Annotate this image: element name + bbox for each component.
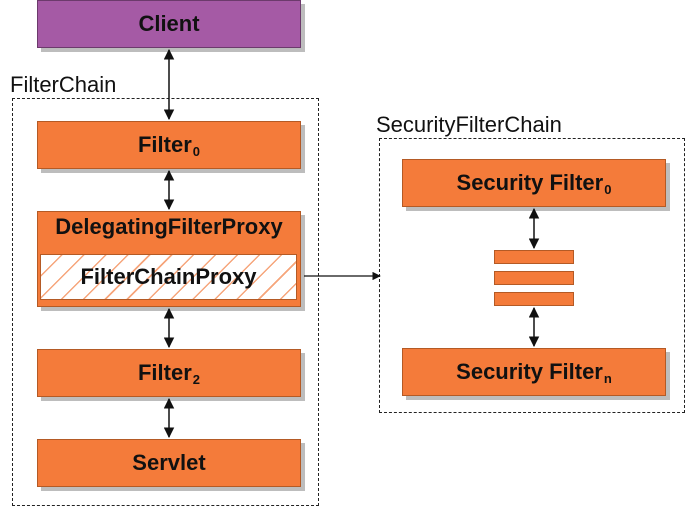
security-filter-chain-title: SecurityFilterChain: [376, 112, 562, 137]
security-filter-placeholder-1: [494, 250, 574, 264]
filter-2-label: Filter: [137, 360, 192, 385]
security-filter-placeholder-3: [494, 292, 574, 306]
delegating-filter-proxy-label: DelegatingFilterProxy: [55, 214, 283, 239]
security-filter-0-subscript: 0: [604, 181, 612, 197]
security-filter-placeholder-2: [494, 271, 574, 285]
security-filter-n-label: Security Filter: [456, 359, 603, 384]
security-filter-0-label: Security Filter: [456, 170, 604, 195]
filter-chain-title: FilterChain: [10, 72, 117, 97]
servlet-box: Servlet: [37, 439, 301, 487]
servlet-label: Servlet: [132, 450, 206, 475]
filter-0-label: Filter: [137, 132, 192, 157]
filter-chain-proxy-box: FilterChainProxy: [40, 254, 297, 300]
security-filter-n-subscript: n: [603, 370, 612, 386]
client-box: Client: [37, 0, 301, 48]
client-label: Client: [138, 11, 200, 36]
filter-0-subscript: 0: [192, 143, 201, 159]
filter-chain-proxy-label: FilterChainProxy: [80, 264, 257, 289]
filter-2-subscript: 2: [192, 371, 201, 387]
